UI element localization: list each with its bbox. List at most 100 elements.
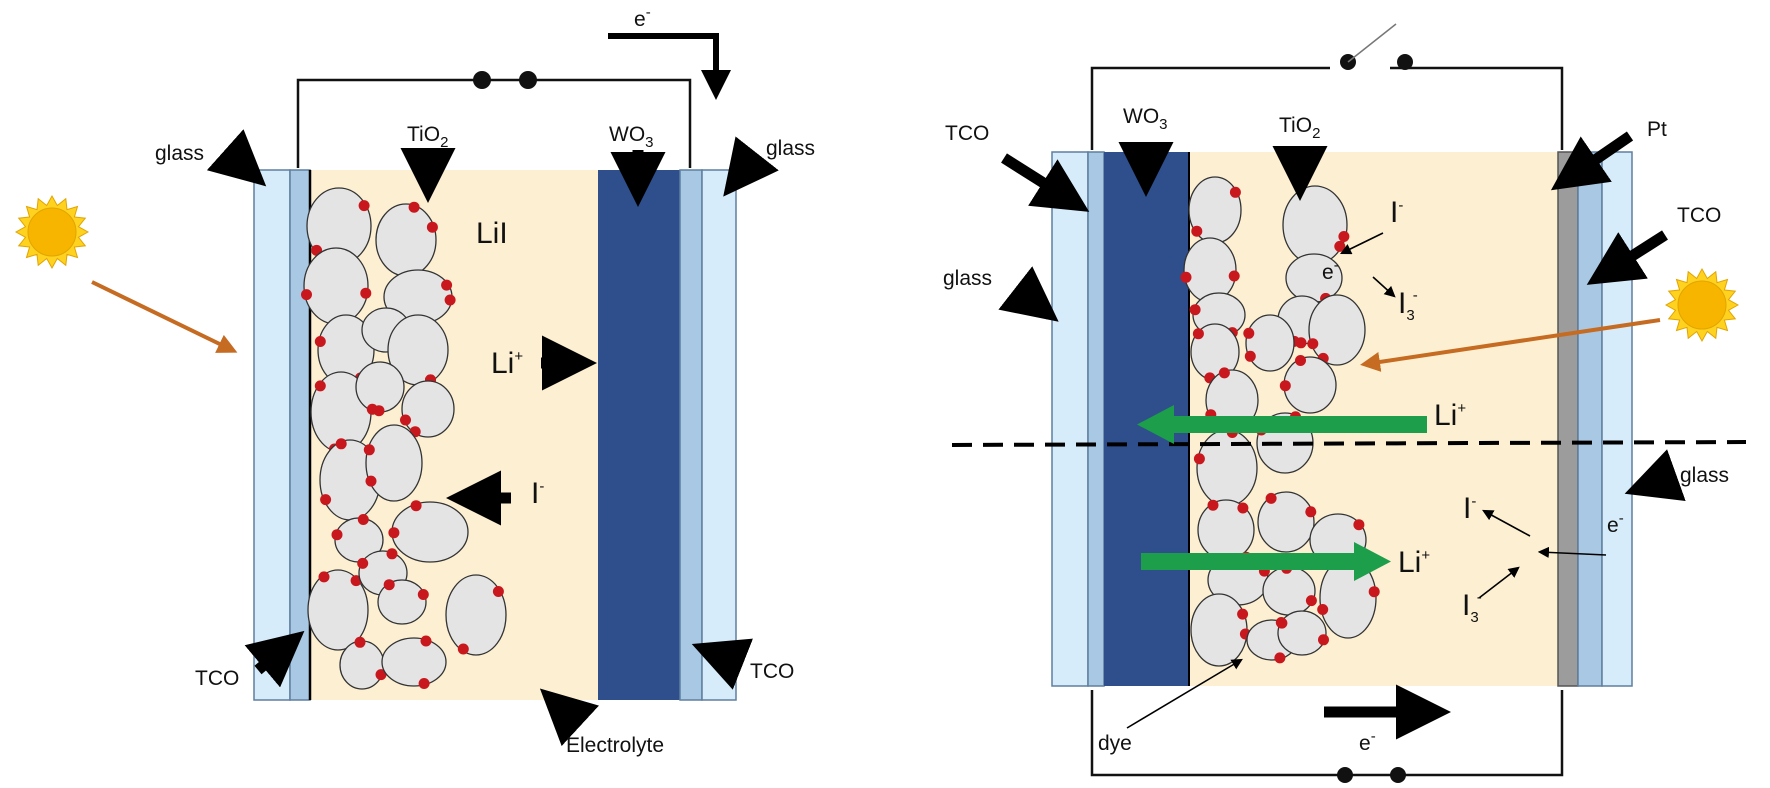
left-device: glass glass TCO TCO TiO2 WO3 LiI Li+ I- … <box>14 4 815 757</box>
dye-molecule <box>373 405 385 417</box>
dye-molecule <box>1218 367 1230 379</box>
dye-molecule <box>1229 186 1241 198</box>
dye-molecule <box>360 287 372 299</box>
dye-molecule <box>417 589 429 600</box>
sun-icon <box>14 194 90 270</box>
dye-molecule <box>388 527 400 539</box>
dye-molecule <box>363 444 375 456</box>
tio2-particle <box>445 574 507 656</box>
left-electron-flow-arrow <box>608 33 731 100</box>
dye-molecule <box>1192 328 1204 340</box>
tio2-particle <box>377 579 427 625</box>
dye-molecule <box>426 221 438 233</box>
dye-molecule <box>1189 304 1201 316</box>
right-iodide-bottom-label: I- <box>1463 492 1476 525</box>
right-glass-left <box>1051 151 1089 687</box>
left-tio2-particles <box>301 187 507 690</box>
dye-molecule <box>1193 453 1205 465</box>
right-dye-label: dye <box>1098 732 1132 755</box>
dye-molecule <box>1334 240 1346 252</box>
dye-molecule <box>1276 617 1288 629</box>
dye-molecule <box>1279 380 1291 392</box>
tio2-particle <box>1308 294 1366 366</box>
tio2-particle <box>1282 185 1348 265</box>
dye-molecule <box>1244 350 1256 362</box>
dye-molecule <box>1191 225 1203 237</box>
dye-molecule <box>1228 270 1240 282</box>
tio2-particle <box>303 247 369 325</box>
right-wo3-label: WO3 <box>1123 105 1168 133</box>
dye-molecule <box>1305 595 1317 607</box>
right-glass-right-label: glass <box>1680 464 1729 487</box>
tio2-particle <box>1257 491 1315 553</box>
right-triiodide-top-label: I3- <box>1398 287 1418 324</box>
tio2-particle <box>391 501 469 563</box>
dye-molecule <box>375 669 387 681</box>
left-glass-left-label: glass <box>155 142 204 165</box>
right-electron-bottom-label: e- <box>1359 728 1376 755</box>
right-li-ion-top-label: Li+ <box>1434 399 1466 432</box>
dye-molecule <box>444 294 456 306</box>
left-li-ion-label: Li+ <box>491 347 523 380</box>
dye-molecule <box>1180 271 1192 283</box>
right-electron-particle-label: e- <box>1322 257 1339 284</box>
dye-molecule <box>1318 634 1329 646</box>
dye-molecule <box>386 548 398 560</box>
switch-contacts-icon <box>473 71 537 89</box>
left-circuit-wire <box>296 78 692 168</box>
left-wo3-label: WO3 <box>609 123 654 151</box>
dye-molecule <box>418 678 430 689</box>
tio2-particle <box>365 424 423 502</box>
dye-molecule <box>357 557 369 569</box>
right-li-ion-bottom-label: Li+ <box>1398 546 1430 579</box>
tio2-particle <box>401 380 455 438</box>
tio2-particle <box>1283 356 1337 414</box>
left-glass-left <box>253 169 291 701</box>
dye-molecule <box>301 289 312 301</box>
right-tco-right-label: TCO <box>1677 204 1721 227</box>
right-tco-left-label: TCO <box>945 122 989 145</box>
dye-molecule <box>350 575 362 587</box>
left-glass-right <box>701 169 737 701</box>
dye-molecule <box>1243 327 1255 339</box>
dye-molecule <box>357 514 369 525</box>
tio2-particle <box>1277 610 1327 656</box>
left-glass-right-label: glass <box>766 137 815 160</box>
left-pointer-arrows <box>206 129 779 747</box>
open-switch-icon <box>1330 23 1413 76</box>
dye-molecule <box>420 635 432 647</box>
left-light-ray <box>91 280 238 353</box>
tio2-particle <box>375 203 437 277</box>
dye-molecule <box>1307 338 1319 350</box>
right-electron-pt-label: e- <box>1607 510 1624 537</box>
switch-contacts-icon <box>1337 767 1406 783</box>
dye-molecule <box>320 494 332 506</box>
dye-molecule <box>492 586 504 597</box>
tio2-particle <box>1262 566 1316 616</box>
left-tco-right <box>679 169 703 701</box>
tio2-particle <box>339 640 385 690</box>
tio2-particle <box>1183 237 1237 303</box>
right-tio2-label: TiO2 <box>1279 114 1320 142</box>
tio2-particle <box>1190 593 1248 667</box>
right-circuit-wire-top <box>1090 66 1564 150</box>
left-electron-label: e- <box>634 4 651 31</box>
dye-molecule <box>441 279 453 291</box>
dye-molecule <box>1265 492 1277 504</box>
dye-molecule <box>318 571 330 583</box>
tio2-particle <box>1196 429 1258 507</box>
right-device: TCO WO3 TiO2 Pt TCO glass glass I- e- I3… <box>943 23 1747 783</box>
right-triiodide-bottom-label: I3- <box>1462 589 1482 626</box>
dye-molecule <box>314 380 326 392</box>
dye-molecule <box>1317 604 1329 615</box>
dye-molecule <box>457 643 469 655</box>
tio2-particle <box>381 637 447 687</box>
right-glass-left-label: glass <box>943 267 992 290</box>
dye-molecule <box>1305 506 1317 518</box>
right-tco-left <box>1087 151 1105 687</box>
right-light-ray <box>1360 318 1661 372</box>
dye-molecule <box>1295 355 1306 366</box>
right-pt-layer <box>1557 151 1579 687</box>
